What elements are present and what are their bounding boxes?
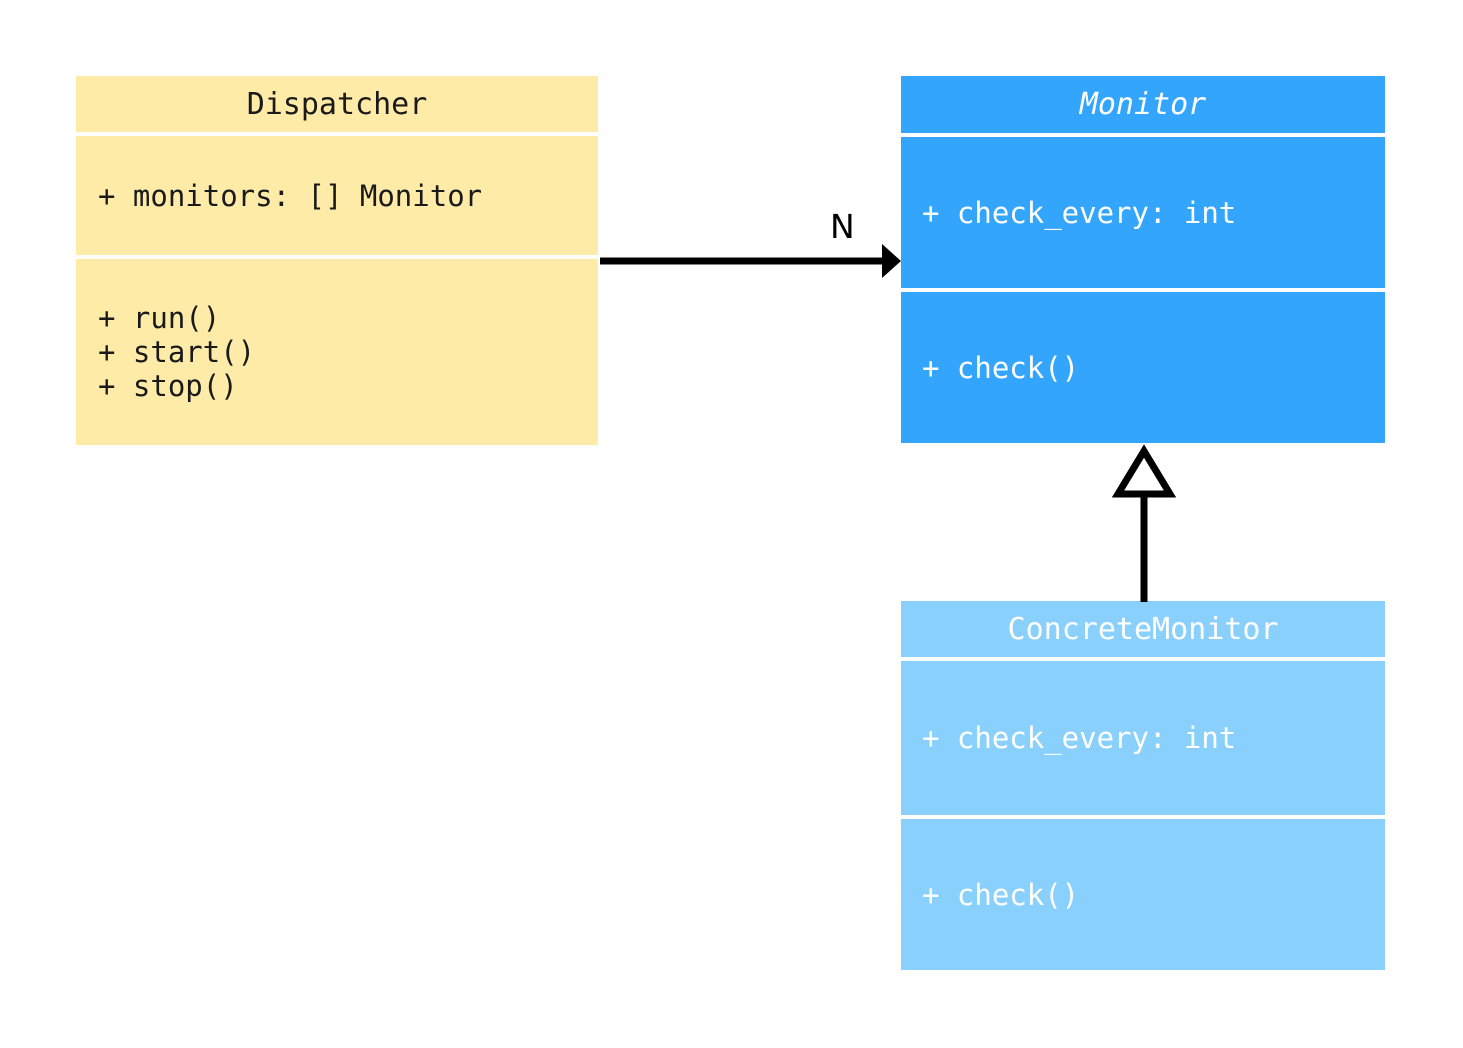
method-row: + stop() <box>98 369 238 403</box>
method-row: + check() <box>922 350 1080 385</box>
association-multiplicity-label: N <box>830 207 855 246</box>
association-arrowhead-filled <box>882 244 901 278</box>
class-attributes-concrete-monitor: + check_every: int <box>901 661 1385 815</box>
class-box-concrete-monitor[interactable]: ConcreteMonitor + check_every: int + che… <box>901 601 1385 970</box>
generalization-arrowhead-hollow-triangle <box>1111 444 1177 498</box>
class-box-monitor[interactable]: Monitor + check_every: int + check() <box>901 76 1385 443</box>
class-box-dispatcher[interactable]: Dispatcher + monitors: [] Monitor + run(… <box>76 76 598 445</box>
class-title-dispatcher: Dispatcher <box>76 76 598 132</box>
method-row: + run() <box>98 301 221 335</box>
attribute-row: + check_every: int <box>922 195 1237 230</box>
class-attributes-dispatcher: + monitors: [] Monitor <box>76 136 598 255</box>
class-methods-concrete-monitor: + check() <box>901 819 1385 970</box>
method-row: + check() <box>922 877 1080 912</box>
class-attributes-monitor: + check_every: int <box>901 137 1385 288</box>
attribute-row: + monitors: [] Monitor <box>98 178 483 213</box>
class-methods-monitor: + check() <box>901 292 1385 443</box>
class-title-concrete-monitor: ConcreteMonitor <box>901 601 1385 657</box>
generalization-concrete-to-monitor <box>1111 444 1177 602</box>
class-methods-dispatcher: + run() + start() + stop() <box>76 259 598 445</box>
class-title-monitor: Monitor <box>901 76 1385 133</box>
association-dispatcher-to-monitor <box>600 244 901 278</box>
method-row: + start() <box>98 335 256 369</box>
attribute-row: + check_every: int <box>922 721 1237 755</box>
